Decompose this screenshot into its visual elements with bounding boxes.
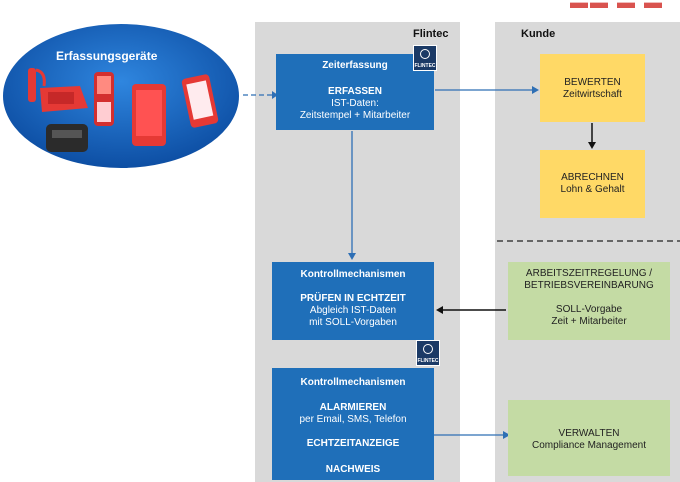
arbeitszeit-line1: ARBEITSZEITREGELUNG /	[525, 268, 653, 279]
verwalten-sub: Compliance Management	[532, 440, 646, 451]
arbeitszeit-line2: BETRIEBSVEREINBARUNG	[524, 280, 654, 291]
lane-kunde-title: Kunde	[521, 28, 556, 40]
tablet-terminal-icon	[181, 74, 219, 128]
box1-line1: IST-Daten:	[331, 98, 379, 109]
box2-line2: mit SOLL-Vorgaben	[309, 317, 397, 328]
box2-heading: Kontrollmechanismen	[300, 269, 406, 280]
box-kontroll-pruefen: Kontrollmechanismen PRÜFEN IN ECHTZEIT A…	[272, 262, 434, 340]
box2-line1: Abgleich IST-Daten	[309, 305, 397, 316]
bewerten-sub: Zeitwirtschaft	[563, 89, 622, 100]
bewerten-title: BEWERTEN	[564, 77, 621, 88]
arbeitszeit-line3: SOLL-Vorgabe	[555, 304, 623, 315]
abrechnen-title: ABRECHNEN	[561, 172, 624, 183]
box1-title: ERFASSEN	[328, 86, 382, 97]
box3-title: ALARMIEREN	[319, 402, 387, 413]
flintec-logo-icon-2: FLINTEC	[416, 340, 440, 366]
mobile-phone-icon	[94, 72, 114, 126]
flintec-logo-icon: FLINTEC	[413, 45, 437, 71]
gps-tracker-icon	[46, 124, 88, 152]
box-arbeitszeitregelung: ARBEITSZEITREGELUNG / BETRIEBSVEREINBARU…	[508, 262, 670, 340]
box-bewerten: BEWERTEN Zeitwirtschaft	[540, 54, 645, 122]
arbeitszeit-line4: Zeit + Mitarbeiter	[551, 316, 627, 327]
box1-heading: Zeiterfassung	[322, 60, 388, 71]
box-verwalten: VERWALTEN Compliance Management	[508, 400, 670, 476]
box3-line1: per Email, SMS, Telefon	[299, 414, 407, 425]
abrechnen-sub: Lohn & Gehalt	[560, 184, 625, 195]
smartphone-icon	[132, 84, 166, 146]
box-kontroll-alarmieren: Kontrollmechanismen ALARMIEREN per Email…	[272, 368, 434, 480]
box3-heading: Kontrollmechanismen	[300, 377, 406, 388]
box3-line3: NACHWEIS	[325, 464, 381, 475]
box-zeiterfassung: Zeiterfassung ERFASSEN IST-Daten: Zeitst…	[276, 54, 434, 130]
box2-title: PRÜFEN IN ECHTZEIT	[300, 293, 406, 304]
verwalten-title: VERWALTEN	[558, 428, 620, 439]
box-abrechnen: ABRECHNEN Lohn & Gehalt	[540, 150, 645, 218]
box3-line2: ECHTZEITANZEIGE	[306, 438, 400, 449]
box1-line2: Zeitstempel + Mitarbeiter	[299, 110, 411, 121]
desk-phone-icon	[28, 68, 88, 112]
devices-title: Erfassungsgeräte	[56, 49, 158, 63]
lane-flintec-title: Flintec	[413, 28, 449, 40]
